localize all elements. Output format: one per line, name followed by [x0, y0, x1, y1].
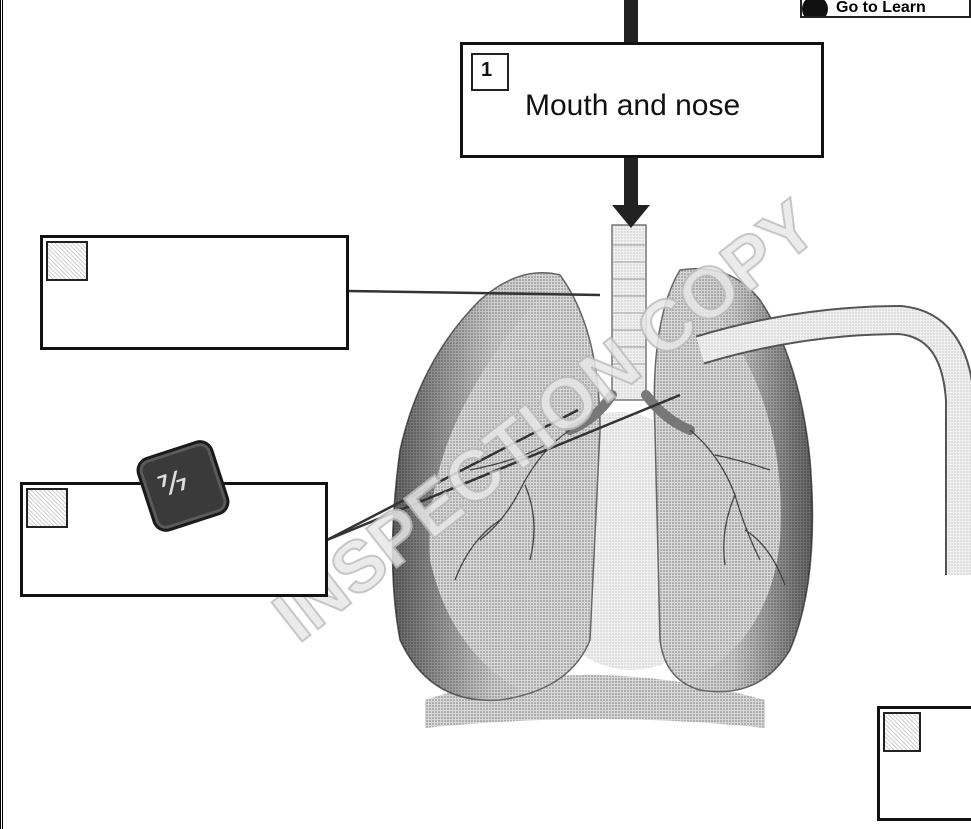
go-to-learn-label: Go to Learn	[836, 0, 926, 16]
label-text-1[interactable]: Mouth and nose	[525, 89, 740, 123]
hint-badge-glyph: ⁷⁄₇	[154, 463, 192, 503]
label-number-box-3	[26, 488, 68, 528]
label-number-box-1: 1	[471, 53, 509, 91]
go-icon	[802, 0, 828, 18]
arrow-shaft	[624, 157, 638, 207]
label-box-1: 1 Mouth and nose	[460, 42, 824, 158]
label-number-1: 1	[481, 59, 492, 82]
arrow-top-shaft	[624, 0, 638, 42]
label-number-box-4	[883, 712, 921, 752]
label-box-2[interactable]	[40, 235, 349, 350]
go-to-learn-button[interactable]: Go to Learn	[800, 0, 971, 18]
label-number-box-2	[46, 241, 88, 281]
label-box-4[interactable]	[877, 706, 971, 821]
